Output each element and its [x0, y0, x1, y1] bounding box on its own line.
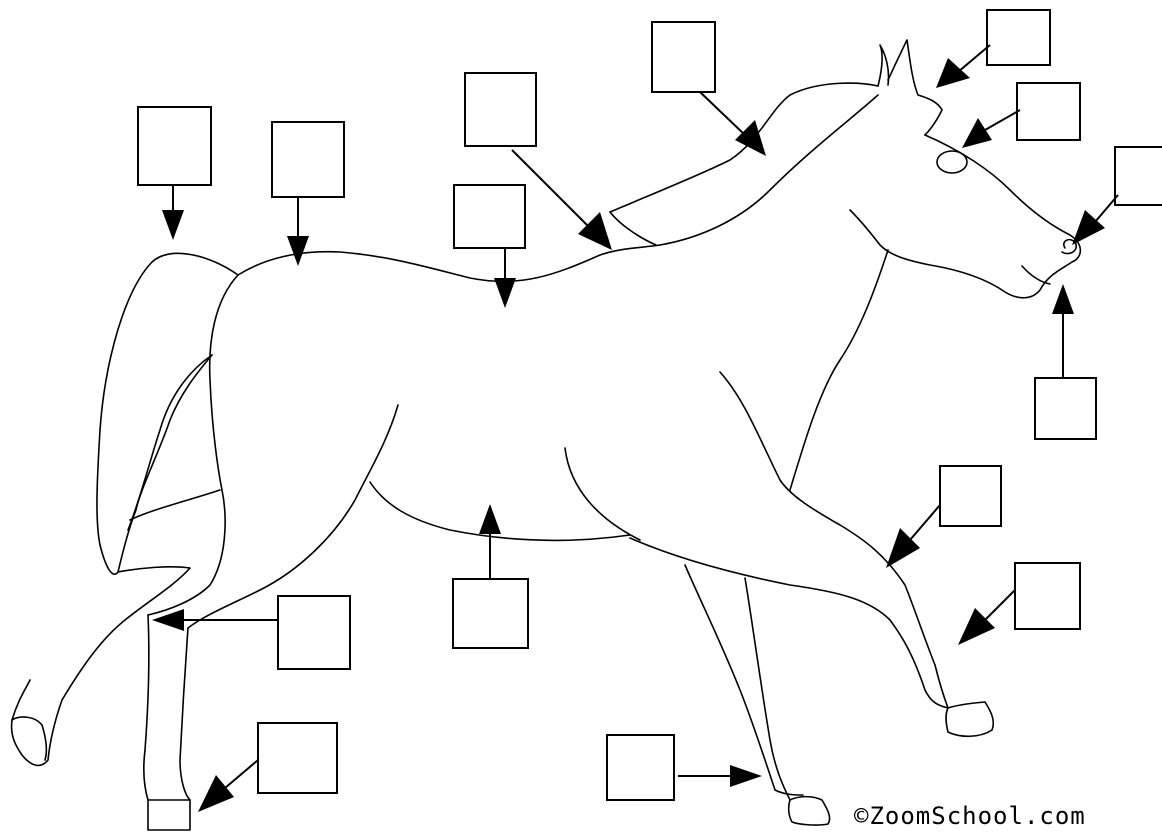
- arrow-ear: [936, 58, 970, 88]
- label-nostril: [1072, 146, 1162, 245]
- label-ear: [936, 9, 1051, 88]
- arrow-knee: [886, 528, 920, 568]
- label-hoof: [198, 722, 338, 812]
- horse-mouth: [1021, 265, 1051, 285]
- label-front-hoof: [606, 734, 762, 801]
- answer-box-hoof[interactable]: [257, 722, 338, 794]
- belly-forearm: [564, 447, 641, 541]
- arrow-back: [494, 278, 516, 308]
- horse-eye: [936, 150, 968, 174]
- arrow-eye: [962, 118, 992, 148]
- label-muzzle: [1034, 284, 1097, 440]
- horse-face: [849, 134, 1082, 299]
- label-hock: [152, 595, 351, 670]
- label-barrel: [452, 504, 529, 649]
- hind-leg-far: [129, 489, 221, 521]
- label-fetlock: [958, 562, 1081, 645]
- front-leg-far-back: [744, 577, 791, 801]
- answer-box-withers[interactable]: [464, 72, 537, 147]
- arrow-barrel: [479, 504, 501, 534]
- hind-leg-near: [142, 614, 150, 801]
- hind-leg-stifle: [187, 404, 399, 629]
- horse-belly: [369, 481, 631, 542]
- neck-top: [659, 94, 879, 246]
- hind-leg-thigh: [147, 274, 239, 616]
- arrow-muzzle: [1052, 284, 1074, 314]
- front-hoof-near: [945, 701, 995, 738]
- front-hoof-far: [787, 795, 831, 826]
- hind-leg-far-lower: [10, 566, 191, 767]
- horse-mane: [609, 82, 879, 213]
- label-tail: [137, 106, 212, 240]
- tail-hair-strand: [127, 354, 213, 531]
- arrow-nostril: [1072, 210, 1105, 245]
- label-withers: [464, 72, 612, 250]
- answer-box-crest[interactable]: [651, 21, 716, 93]
- answer-box-barrel[interactable]: [452, 578, 529, 649]
- answer-box-fetlock[interactable]: [1014, 562, 1081, 630]
- horse-topline: [237, 244, 661, 283]
- answer-box-front-hoof[interactable]: [606, 734, 675, 801]
- answer-box-eye[interactable]: [1016, 82, 1081, 141]
- label-crest: [651, 21, 766, 156]
- label-back: [453, 184, 526, 308]
- answer-box-back[interactable]: [453, 184, 526, 249]
- answer-box-hock[interactable]: [277, 595, 351, 670]
- label-knee: [886, 465, 1002, 568]
- front-leg-near-back: [629, 537, 949, 709]
- mane-underside: [609, 211, 657, 246]
- hind-hoof-far: [11, 716, 48, 761]
- answer-box-muzzle[interactable]: [1034, 377, 1097, 440]
- hind-hoof-near: [147, 799, 191, 831]
- answer-box-croup[interactable]: [271, 121, 345, 198]
- arrow-tail: [162, 210, 184, 240]
- horse-ear-back: [877, 44, 890, 87]
- arrow-fetlock: [958, 608, 995, 645]
- horse-nostril: [1061, 238, 1078, 255]
- label-croup: [271, 121, 345, 266]
- horse-ear-front: [887, 39, 943, 136]
- arrow-withers: [578, 212, 612, 250]
- horse-tail: [96, 252, 239, 575]
- arrow-croup: [287, 236, 309, 266]
- horse-throat: [789, 249, 889, 491]
- arrow-hoof: [198, 775, 234, 812]
- hind-leg-near-back: [179, 627, 191, 801]
- arrow-hock: [152, 609, 184, 631]
- answer-box-ear[interactable]: [986, 9, 1051, 66]
- answer-box-knee[interactable]: [939, 465, 1002, 527]
- front-leg-near-top: [719, 371, 949, 709]
- arrow-front-hoof: [730, 765, 762, 787]
- front-leg-far: [684, 564, 804, 796]
- copyright-credit: ©ZoomSchool.com: [854, 802, 1086, 830]
- answer-box-nostril[interactable]: [1114, 146, 1162, 206]
- label-eye: [962, 82, 1081, 148]
- horse-outline: [10, 39, 1082, 831]
- answer-box-tail[interactable]: [137, 106, 212, 186]
- arrow-crest: [735, 120, 766, 156]
